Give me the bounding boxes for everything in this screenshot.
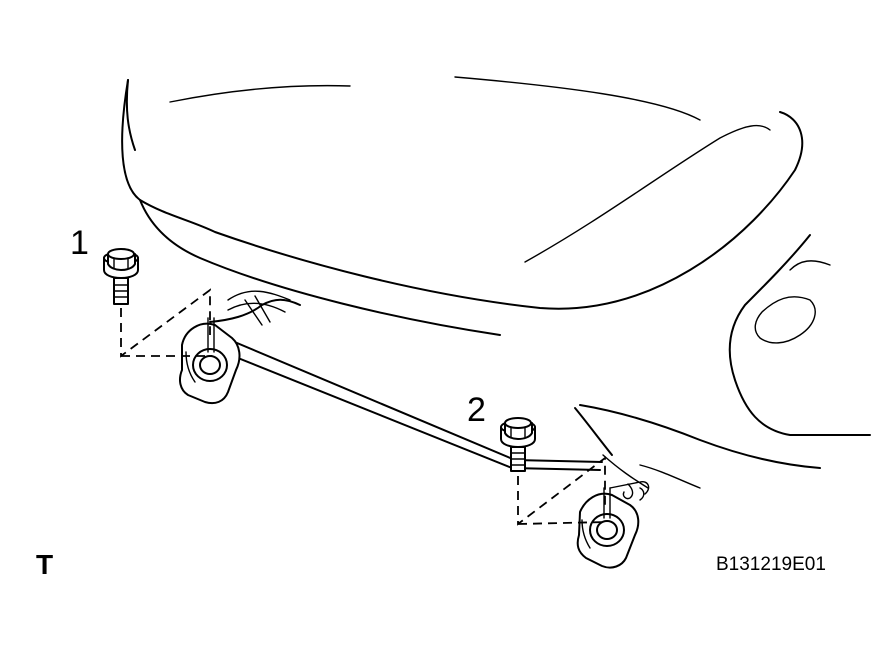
callout-1: 1 — [70, 224, 89, 262]
bolt-1-icon — [103, 248, 139, 305]
right-anchor-bracket — [576, 487, 640, 569]
seat-cushion — [121, 76, 871, 489]
seat-frame-rail — [209, 290, 650, 501]
figure-code: B131219E01 — [716, 554, 826, 575]
left-anchor-bracket — [179, 317, 241, 405]
bolt-1-alignment-guide — [120, 288, 212, 358]
callout-2: 2 — [467, 391, 486, 429]
bolt-2-alignment-guide — [517, 456, 608, 526]
bolt-2-icon — [500, 417, 536, 472]
view-marker: T — [36, 549, 53, 580]
